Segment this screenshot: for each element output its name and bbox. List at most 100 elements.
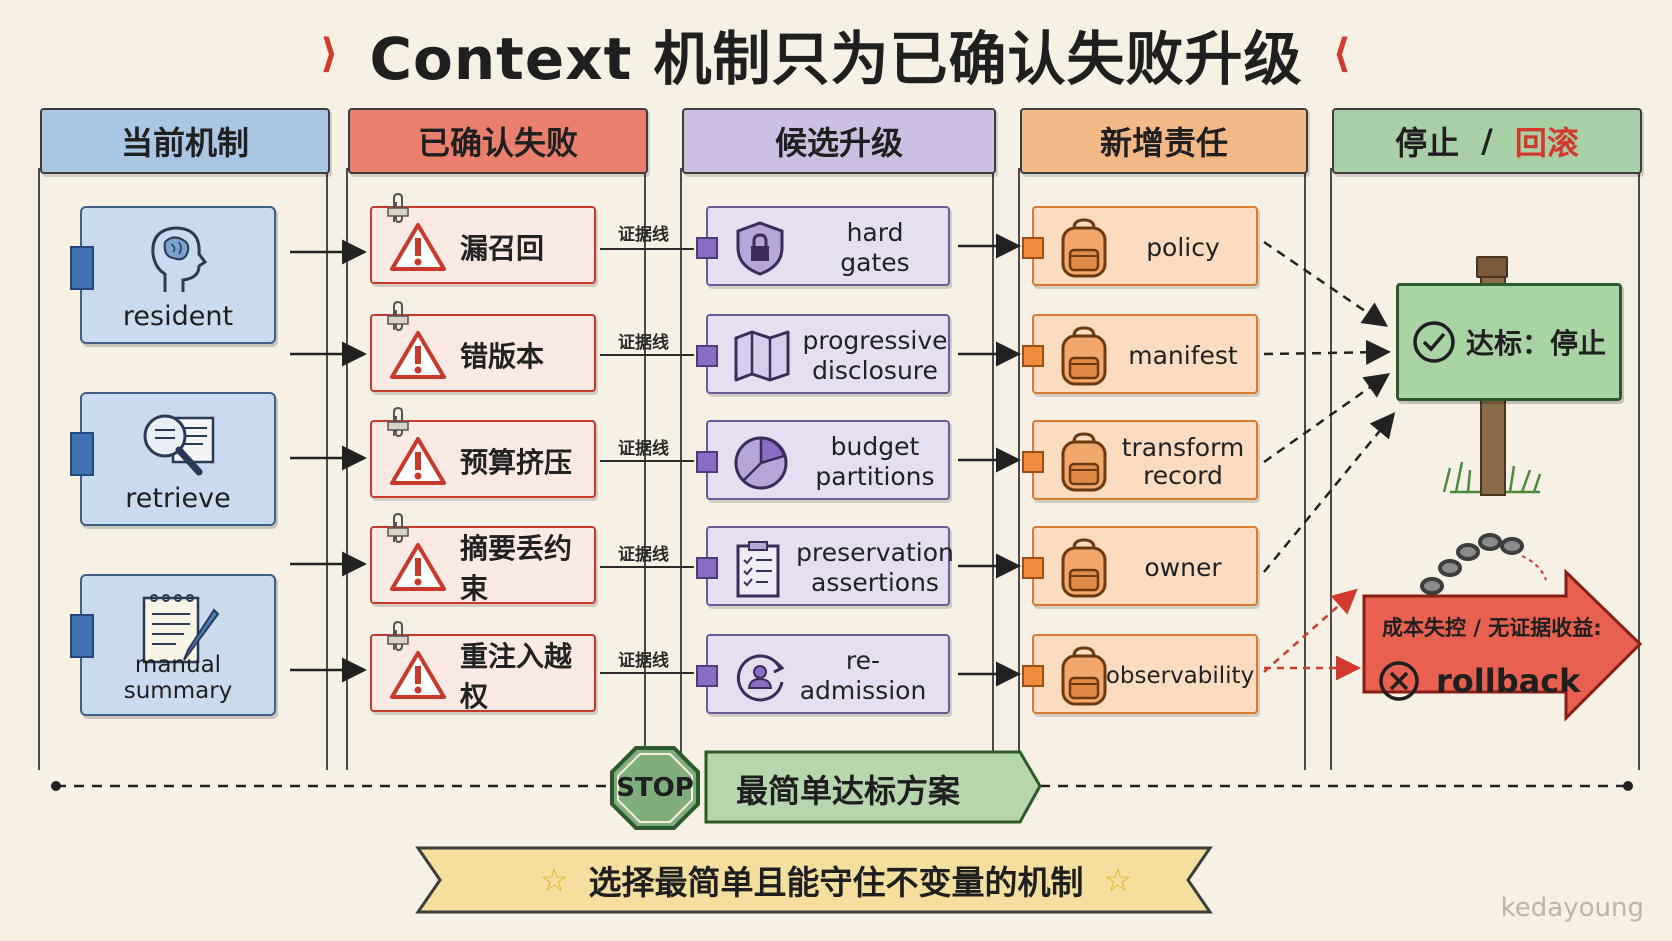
magnifier-document-icon: [143, 414, 215, 476]
failure-label: 错版本: [460, 340, 545, 373]
candidate-card: budget partitions: [696, 420, 950, 500]
column-divider: [326, 168, 328, 770]
evidence-line: [600, 460, 694, 462]
head-brain-icon: [151, 226, 208, 292]
evidence-label: 证据线: [618, 439, 669, 459]
backpack-icon: [1061, 432, 1107, 492]
close-circle-icon: [1379, 661, 1419, 701]
spark-right-icon: ⟨: [1332, 31, 1352, 77]
column-divider: [992, 168, 994, 770]
connector-square: [696, 665, 718, 687]
paperclip-icon: [387, 406, 409, 438]
user-cycle-icon: [736, 654, 785, 702]
evidence-line: [600, 672, 694, 674]
bottom-banner: ☆ 选择最简单且能守住不变量的机制 ☆: [462, 848, 1210, 912]
connector-square: [1022, 237, 1044, 259]
candidate-label: progressive disclosure: [802, 316, 947, 396]
mechanism-card-manual-summary: manual summary: [70, 574, 276, 716]
responsibility-line1: owner: [1144, 553, 1222, 582]
card-tab: [70, 614, 94, 658]
star-icon: ☆: [539, 861, 569, 899]
stop-sign-label: 达标：停止: [1465, 327, 1606, 360]
check-circle-icon: [1413, 321, 1455, 363]
evidence-label: 证据线: [618, 333, 669, 353]
failure-card: 预算挤压: [370, 406, 596, 498]
timeline-start-dot: [51, 781, 61, 791]
candidate-line2: partitions: [815, 462, 935, 491]
responsibility-card: manifest: [1022, 314, 1258, 396]
rope-dash: [1521, 555, 1547, 581]
failure-label: 重注入越权: [460, 640, 573, 713]
warning-icon: [390, 543, 446, 591]
failure-label: 漏召回: [460, 232, 545, 265]
shield-lock-icon: [736, 221, 784, 276]
bottom-banner-ribbon: [415, 846, 1213, 914]
mechanism-label: resident: [122, 301, 234, 332]
mechanism-card-retrieve: retrieve: [70, 392, 276, 526]
responsibility-line1: manifest: [1128, 341, 1238, 370]
column-divider: [38, 168, 40, 770]
connector-square: [696, 237, 718, 259]
column-divider: [1304, 168, 1306, 770]
responsibility-line2: record: [1143, 461, 1223, 490]
candidate-line1: re-admission: [799, 646, 927, 705]
header-label: 候选升级: [774, 124, 903, 162]
header-stop: 停止: [1395, 124, 1460, 162]
failure-label: 摘要丢约束: [460, 532, 573, 605]
column-divider: [1330, 168, 1332, 770]
warning-icon: [390, 651, 446, 699]
column-divider: [644, 168, 646, 770]
responsibility-card: policy: [1022, 206, 1258, 288]
grass-icon: [1442, 461, 1542, 494]
header-rollback: 回滚: [1514, 124, 1579, 162]
header-stop-rollback: 停止 / 回滚: [1332, 108, 1642, 174]
spark-left-icon: ⟩: [320, 31, 340, 77]
stop-octagon: [610, 746, 700, 830]
rollback-main: rollback: [1378, 656, 1580, 706]
header-current-mechanism: 当前机制: [40, 108, 330, 174]
rollback-label: rollback: [1436, 662, 1581, 700]
candidate-card: progressive disclosure: [696, 314, 950, 396]
candidate-line1: hard gates: [840, 218, 910, 277]
column-divider: [1638, 168, 1640, 770]
failure-card: 错版本: [370, 300, 596, 392]
notepad-pen-icon: [142, 594, 220, 664]
candidate-line1: preservation: [796, 538, 954, 567]
candidate-line2: disclosure: [812, 356, 938, 385]
candidate-line1: budget: [830, 432, 920, 461]
backpack-icon: [1061, 218, 1107, 278]
failure-label: 预算挤压: [460, 446, 573, 479]
backpack-icon: [1061, 538, 1107, 598]
responsibility-line1: policy: [1146, 233, 1220, 262]
responsibility-label: policy: [1114, 208, 1252, 288]
page-title: ⟩ Context 机制只为已确认失败升级 ⟨: [0, 14, 1672, 94]
candidate-line2: assertions: [811, 568, 939, 597]
responsibility-line1: observability: [1105, 663, 1255, 689]
title-text: Context 机制只为已确认失败升级: [369, 25, 1303, 93]
candidate-arrows: [958, 233, 1021, 687]
responsibility-label: manifest: [1114, 316, 1252, 396]
pie-chart-icon: [734, 436, 788, 490]
connector-square: [1022, 451, 1044, 473]
paperclip-icon: [387, 192, 409, 224]
rollback-title: 成本失控 / 无证据收益:: [1382, 616, 1602, 640]
connector-square: [696, 345, 718, 367]
candidate-label: hard gates: [808, 208, 942, 288]
stop-ribbon: [704, 750, 1042, 824]
candidate-line1: progressive: [802, 326, 948, 355]
mechanism-card-resident: resident: [70, 206, 276, 344]
responsibility-to-stop-arrows: [1263, 240, 1396, 573]
column-divider: [680, 168, 682, 770]
failure-card: 漏召回: [370, 192, 596, 284]
evidence-line: [600, 248, 694, 250]
header-new-responsibilities: 新增责任: [1020, 108, 1308, 174]
candidate-card: preservation assertions: [696, 526, 954, 608]
header-label: 已确认失败: [417, 124, 578, 162]
evidence-label: 证据线: [618, 651, 669, 671]
stop-badge-text: STOP: [616, 773, 694, 803]
card-tab: [70, 246, 94, 290]
connector-square: [1022, 557, 1044, 579]
candidate-label: preservation assertions: [796, 528, 954, 608]
checklist-clipboard-icon: [736, 541, 780, 598]
